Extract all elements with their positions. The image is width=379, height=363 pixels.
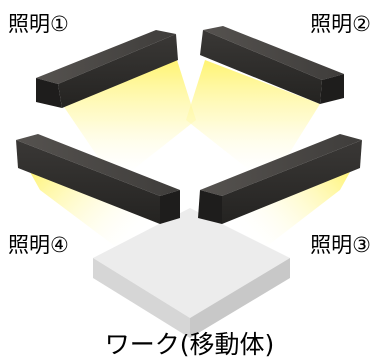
- light-bar-2: [200, 26, 344, 104]
- light-bar-3: [198, 134, 362, 224]
- light-1-label: 照明①: [8, 12, 69, 36]
- light-4-label: 照明④: [8, 233, 69, 257]
- work-caption: ワーク(移動体): [104, 330, 275, 359]
- light-glow-bottom: [30, 172, 350, 250]
- light-bar-4: [16, 134, 180, 224]
- light-3-label: 照明③: [310, 233, 371, 257]
- work-piece: [93, 208, 290, 338]
- light-bar-1: [36, 30, 178, 108]
- light-glow-top: [62, 60, 320, 180]
- light-2-label: 照明②: [310, 12, 371, 36]
